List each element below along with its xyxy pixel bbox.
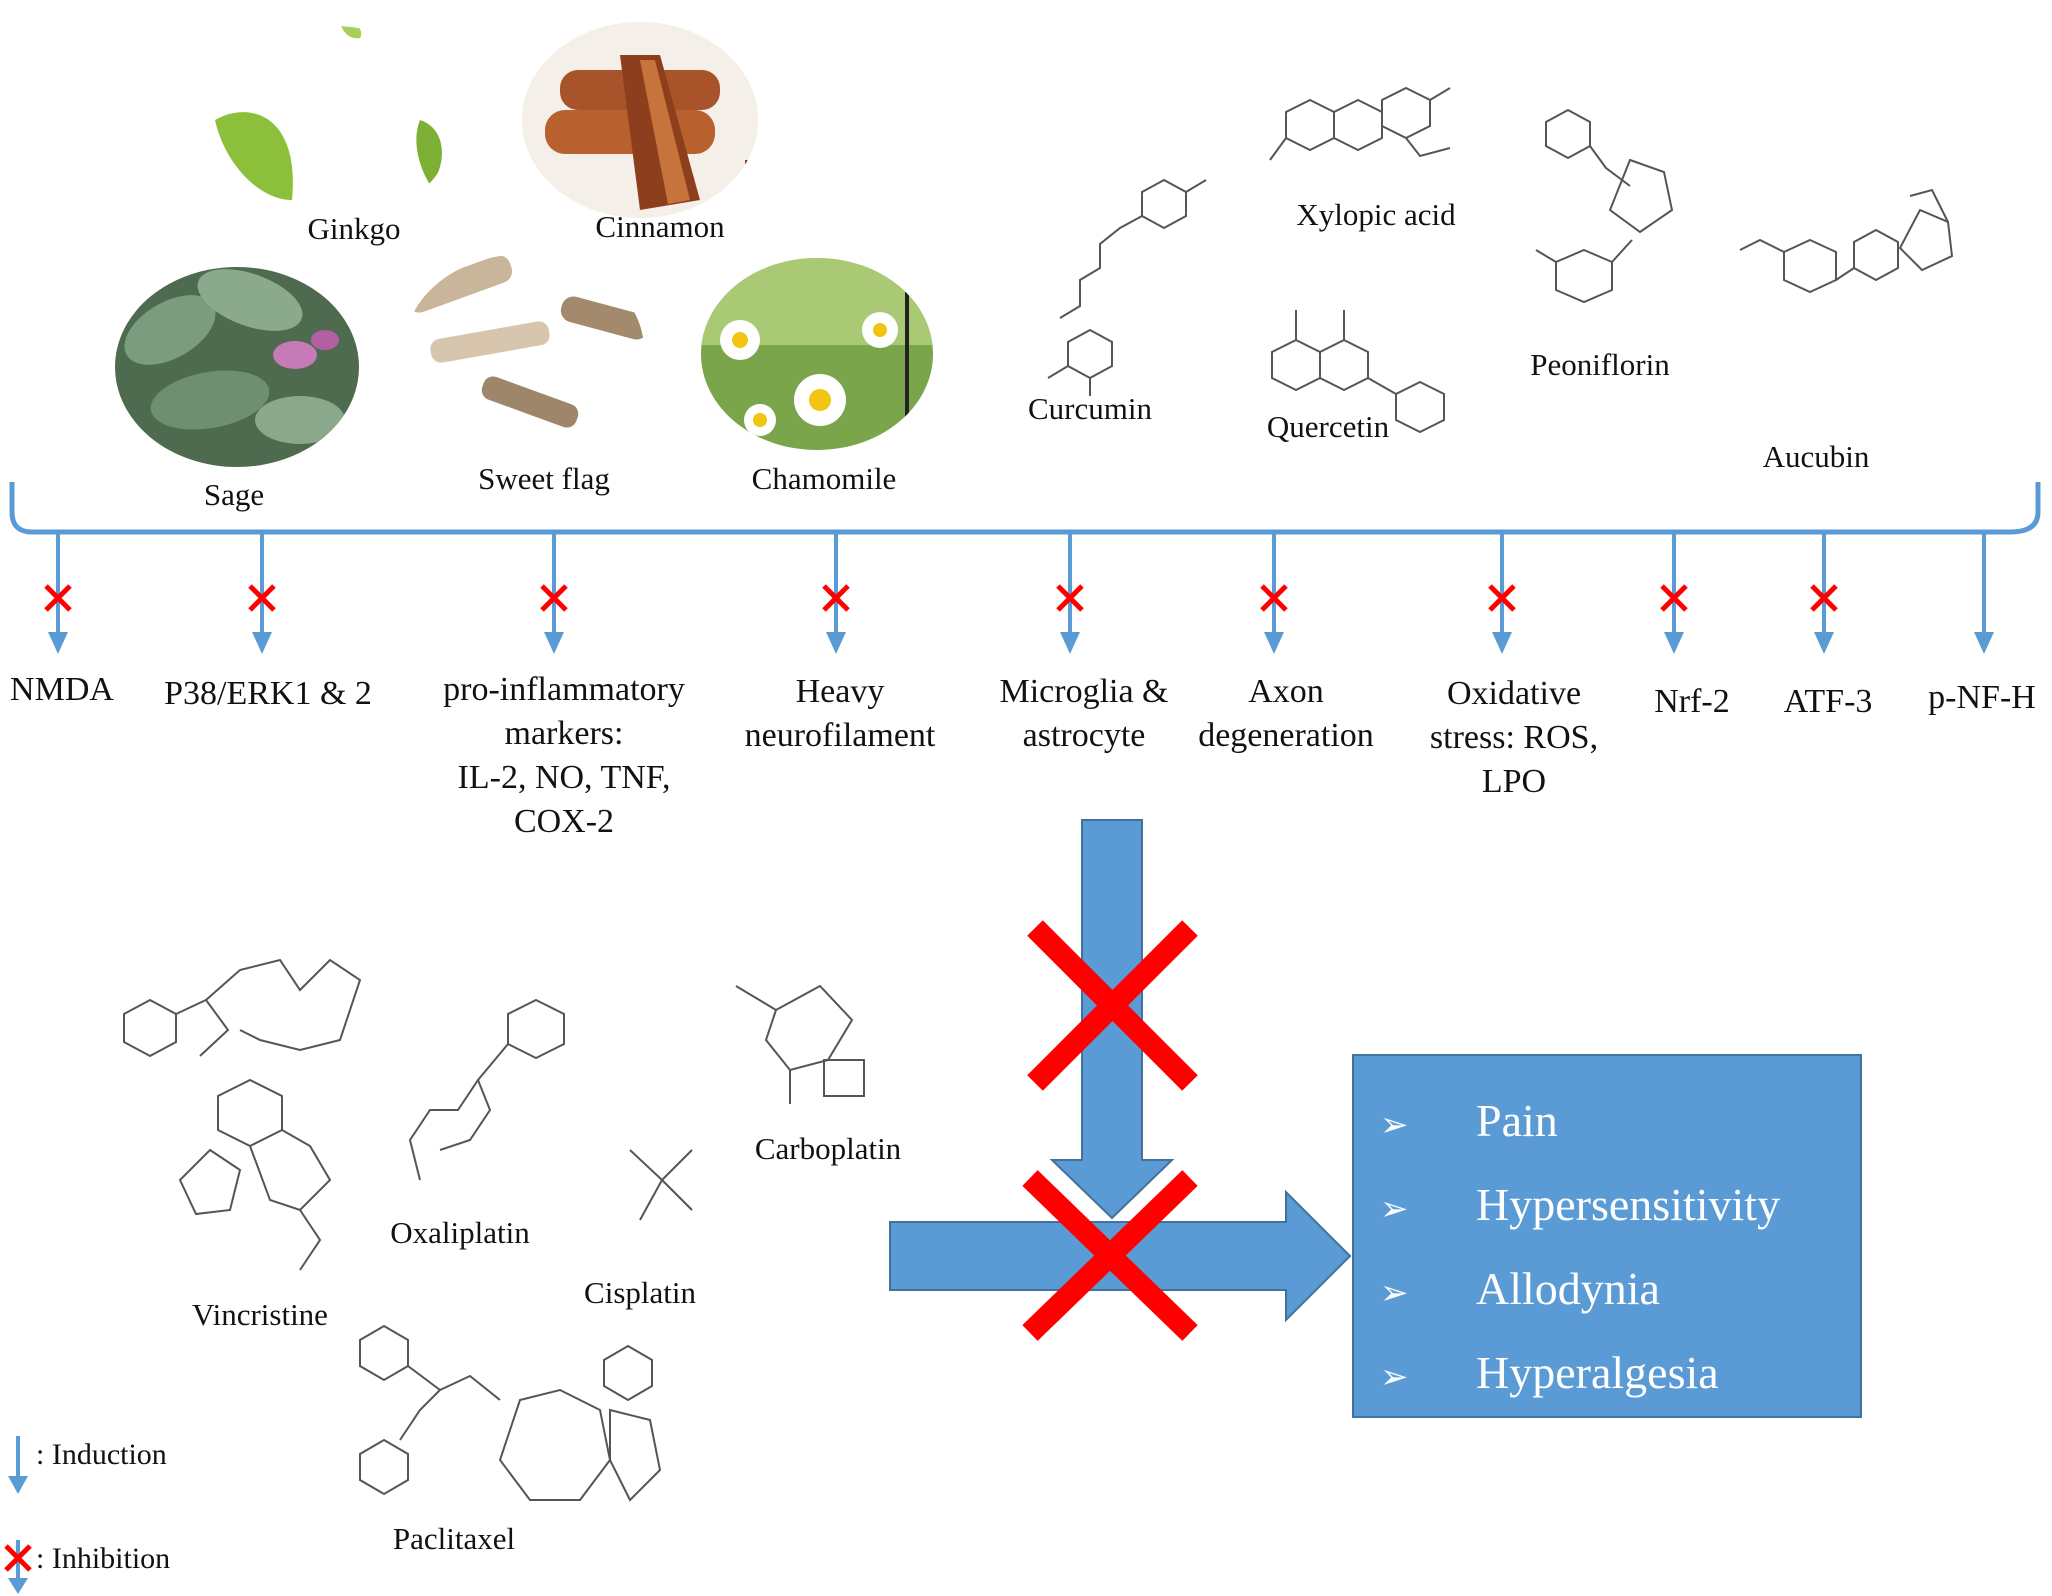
target-line: Heavy	[795, 673, 885, 710]
target-line: markers:	[504, 715, 624, 752]
target-line: p-NF-H	[1928, 679, 2036, 716]
target-arrow-inhibition	[44, 532, 72, 654]
legend-induction: : Induction	[36, 1438, 167, 1471]
target-line: ATF-3	[1783, 683, 1873, 720]
target-arrow-inhibition	[248, 532, 276, 654]
outcome-label: Allodynia	[1476, 1263, 1660, 1314]
carboplatin-structure	[735, 984, 865, 1104]
herb-label-sage: Sage	[203, 477, 265, 512]
drug-label-oxaliplatin: Oxaliplatin	[390, 1215, 530, 1250]
outcome-item: ➢ Pain	[1380, 1094, 1558, 1147]
herb-label-ginkgo: Ginkgo	[307, 211, 401, 246]
target-nrf-2: Nrf-2	[1654, 680, 1730, 724]
aucubin-structure	[1739, 188, 1954, 294]
compound-label-peoniflorin: Peoniflorin	[1530, 347, 1670, 382]
outcome-label: Hypersensitivity	[1476, 1179, 1781, 1230]
target-line: pro-inflammatory	[443, 671, 685, 708]
target-microglia-astrocyte: Microglia & astrocyte	[999, 670, 1168, 758]
target-line: neurofilament	[744, 717, 936, 754]
drug-label-cisplatin: Cisplatin	[584, 1275, 696, 1310]
outcome-item: ➢ Hypersensitivity	[1380, 1178, 1780, 1231]
peoniflorin-structure	[1535, 108, 1674, 304]
target-line: NMDA	[10, 671, 114, 708]
chamomile-image	[701, 258, 933, 450]
target-axon-degeneration: Axon degeneration	[1198, 670, 1374, 758]
inhibition-cross-upper	[1027, 920, 1198, 1091]
ginkgo-image	[214, 26, 454, 222]
target-pro-inflammatory: pro-inflammatory markers: IL-2, NO, TNF,…	[443, 668, 685, 844]
arrowhead-bullet-icon: ➢	[1380, 1189, 1409, 1229]
vincristine-structure	[123, 958, 362, 1271]
inhibition-cross-lower	[1022, 1170, 1198, 1341]
paclitaxel-structure	[359, 1324, 662, 1502]
target-arrow-inhibition	[1810, 532, 1838, 654]
arrowhead-bullet-icon: ➢	[1380, 1357, 1409, 1397]
outcome-label: Hyperalgesia	[1476, 1347, 1719, 1398]
outcome-item: ➢ Allodynia	[1380, 1262, 1660, 1315]
inhibition-legend-icon	[4, 1540, 32, 1594]
target-arrow-inhibition	[1260, 532, 1288, 654]
grouping-brace	[9, 482, 2041, 535]
herb-label-cinnamon: Cinnamon	[595, 209, 725, 244]
target-line: degeneration	[1198, 717, 1374, 754]
target-arrow-inhibition	[540, 532, 568, 654]
target-p38-erk: P38/ERK1 & 2	[164, 672, 372, 716]
legend-inhibition: : Inhibition	[36, 1542, 171, 1575]
sage-image	[115, 267, 359, 467]
quercetin-structure	[1271, 310, 1445, 434]
arrowhead-bullet-icon: ➢	[1380, 1105, 1409, 1145]
target-line: astrocyte	[1022, 717, 1146, 754]
drug-label-carboplatin: Carboplatin	[754, 1131, 902, 1166]
sweet-flag-image	[404, 254, 644, 446]
compound-label-quercetin: Quercetin	[1266, 409, 1390, 444]
target-line: IL-2, NO, TNF,	[457, 759, 671, 796]
induction-legend-icon	[8, 1436, 28, 1494]
target-atf-3: ATF-3	[1784, 680, 1873, 724]
compound-label-aucubin: Aucubin	[1762, 439, 1870, 474]
outcome-label: Pain	[1476, 1095, 1558, 1146]
target-arrow-induction	[1974, 532, 1994, 654]
target-line: Oxidative	[1446, 675, 1582, 712]
target-arrow-inhibition	[1660, 532, 1688, 654]
outcome-box: ➢ Pain ➢ Hypersensitivity ➢ Allodynia ➢ Hype…	[1352, 1054, 1862, 1418]
drug-label-paclitaxel: Paclitaxel	[392, 1521, 516, 1556]
target-p-nf-h: p-NF-H	[1928, 676, 2036, 720]
oxaliplatin-structure	[408, 998, 565, 1181]
xylopic-acid-structure	[1269, 86, 1451, 161]
herb-label-chamomile: Chamomile	[751, 461, 897, 496]
target-line: P38/ERK1 & 2	[164, 675, 372, 712]
herb-label-sweet-flag: Sweet flag	[478, 461, 610, 496]
target-arrow-inhibition	[1488, 532, 1516, 654]
compound-label-xylopic-acid: Xylopic acid	[1296, 197, 1456, 232]
target-line: Nrf-2	[1654, 683, 1730, 720]
arrowhead-bullet-icon: ➢	[1380, 1273, 1409, 1313]
target-heavy-neurofilament: Heavy neurofilament	[745, 670, 936, 758]
target-arrow-inhibition	[1056, 532, 1084, 654]
cinnamon-image	[522, 22, 758, 218]
target-line: Axon	[1248, 673, 1324, 710]
target-line: COX-2	[513, 803, 615, 840]
curcumin-structure	[1047, 178, 1207, 396]
outcome-item: ➢ Hyperalgesia	[1380, 1346, 1719, 1399]
drug-label-vincristine: Vincristine	[192, 1297, 328, 1332]
target-arrow-inhibition	[822, 532, 850, 654]
cisplatin-structure	[629, 1149, 693, 1221]
target-oxidative-stress: Oxidative stress: ROS, LPO	[1430, 672, 1598, 804]
target-line: stress: ROS,	[1429, 719, 1599, 756]
target-line: LPO	[1481, 763, 1547, 800]
target-nmda: NMDA	[10, 668, 114, 712]
target-line: Microglia &	[999, 673, 1169, 710]
compound-label-curcumin: Curcumin	[1028, 391, 1152, 426]
